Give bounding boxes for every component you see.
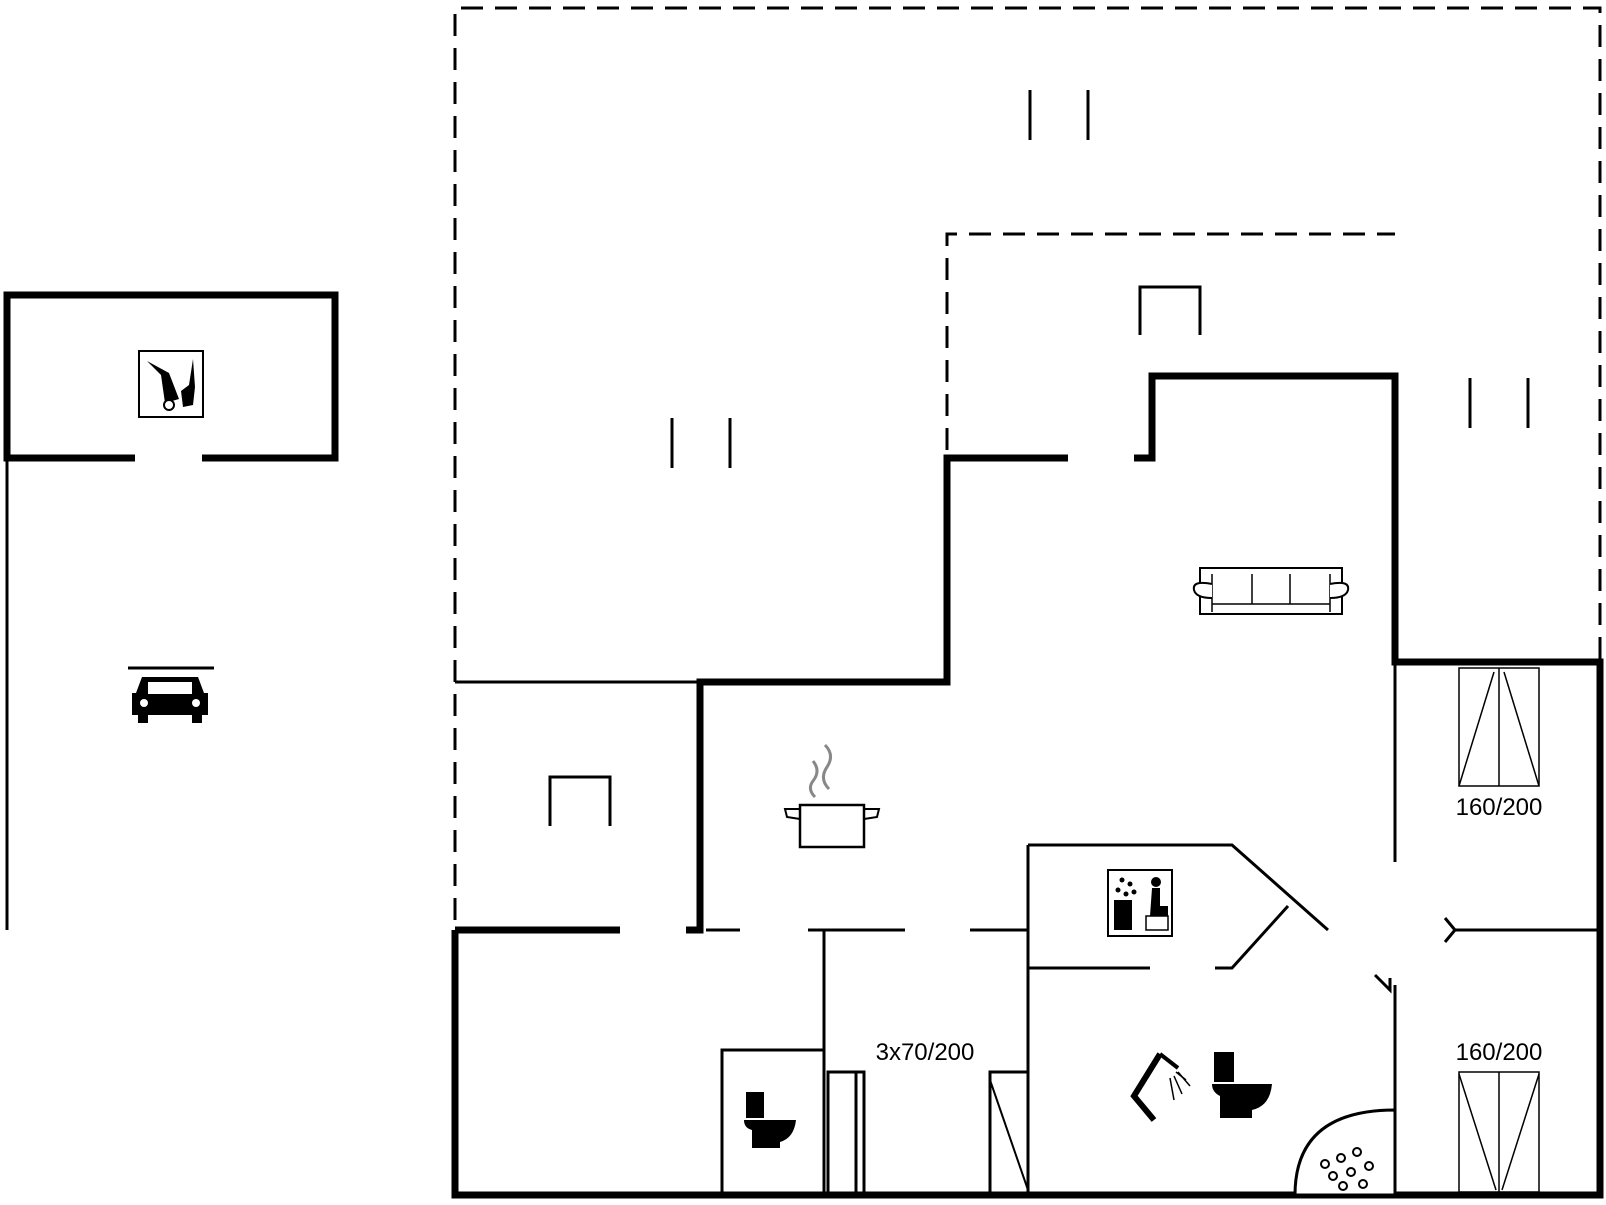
car-icon — [128, 666, 214, 723]
terrace-markers — [670, 90, 1530, 468]
wardrobe — [826, 1070, 866, 1197]
whirlpool-icon — [1293, 1108, 1397, 1197]
interior-walls — [455, 662, 1600, 1195]
lawnmower-icon — [138, 350, 204, 418]
outdoor-stool-icon — [548, 775, 612, 826]
shed — [3, 291, 339, 462]
toilet-icon — [744, 1092, 796, 1148]
sofa-icon — [1192, 567, 1350, 615]
bed-size-label: 3x70/200 — [876, 1039, 975, 1066]
bed-size-label: 160/200 — [1456, 794, 1543, 821]
bed-bottom-right: 160/200 — [1456, 1039, 1543, 1193]
terrace-outline — [453, 6, 1602, 920]
shower-icon — [1130, 1052, 1191, 1122]
wardrobe — [988, 1070, 1030, 1197]
bed-size-label: 160/200 — [1456, 1039, 1543, 1066]
toilet-icon — [1212, 1052, 1272, 1118]
sauna-icon — [1107, 869, 1173, 937]
cooking-pot-icon — [783, 743, 881, 849]
outdoor-stool-icon — [1138, 285, 1202, 335]
bed-top-right: 160/200 — [1456, 667, 1543, 821]
